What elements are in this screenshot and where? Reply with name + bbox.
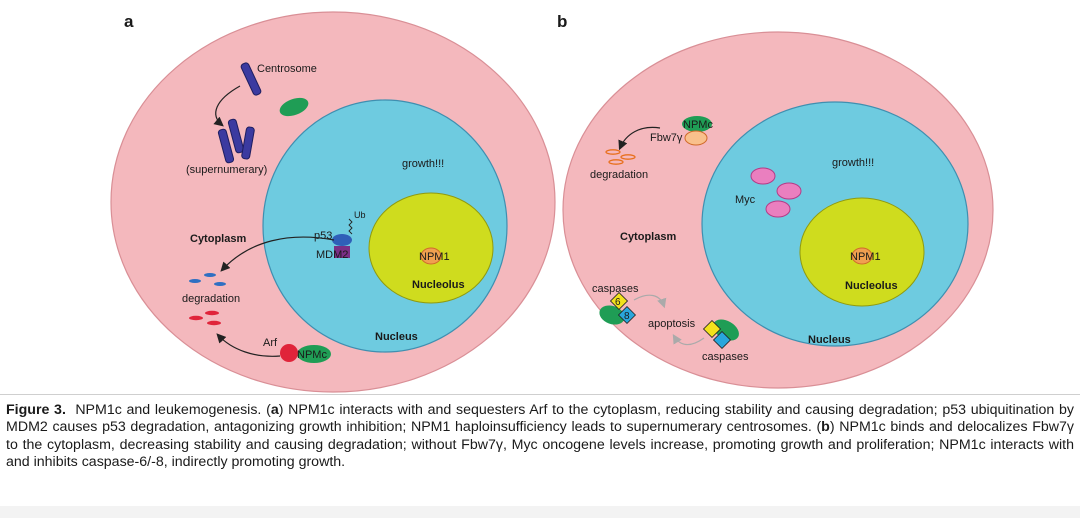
ubiquitin-chain-icon xyxy=(348,218,353,235)
caption-a-letter: a xyxy=(270,402,279,418)
caption-b-text: ) NPM1c binds and delocalizes Fbw7γ to t… xyxy=(6,419,1074,471)
panel-a-label: a xyxy=(124,12,134,31)
caption-a-text: ) NPM1c interacts with and sequesters Ar… xyxy=(6,402,1075,436)
apoptosis-arrow-bottom xyxy=(672,333,705,346)
caspase8-icon xyxy=(617,305,637,325)
caspase6-icon-bottom xyxy=(702,319,722,339)
ub-label: Ub xyxy=(354,210,366,220)
myc-label: Myc xyxy=(735,194,756,206)
caption-figure-label: Figure 3. xyxy=(6,402,66,418)
npm1-icon-b xyxy=(851,247,873,265)
mdm2-icon xyxy=(334,246,350,258)
npmc-icon-caspase-top xyxy=(599,305,625,325)
caption-b-letter: b xyxy=(821,419,830,436)
apoptosis-arrow-top xyxy=(633,294,667,309)
caspases-label-top: caspases xyxy=(592,283,639,295)
degraded-fbw7-fragments xyxy=(605,149,636,165)
npm1-icon-a xyxy=(420,247,442,265)
nucleolus-label-a: Nucleolus xyxy=(412,279,465,291)
centrosome-icon xyxy=(240,62,262,96)
duplication-arrow xyxy=(213,85,241,127)
centrosome-label: Centrosome xyxy=(257,63,317,75)
apoptosis-label: apoptosis xyxy=(648,318,696,330)
figure-caption: Figure 3. NPM1c and leukemogenesis. (a) … xyxy=(6,402,1074,472)
nucleus-label-b: Nucleus xyxy=(808,334,851,346)
supernumerary-centrosomes-icon xyxy=(217,118,255,164)
panel-b: b NPMc Fbw7γ degradation growth!!! Myc C… xyxy=(557,12,994,389)
caspase6-label: 6 xyxy=(615,297,621,308)
degraded-p53-fragments xyxy=(189,273,226,286)
p53-icon xyxy=(332,234,352,246)
supernumerary-label: (supernumerary) xyxy=(186,164,267,176)
caspases-label-bottom: caspases xyxy=(702,351,749,363)
panel-b-label: b xyxy=(557,12,567,31)
arf-degradation-arrow xyxy=(216,333,281,357)
cytoplasm-label-b: Cytoplasm xyxy=(620,231,676,243)
npmc-icon-a xyxy=(297,345,331,363)
nucleus-label-a: Nucleus xyxy=(375,331,418,343)
nucleolus-label-b: Nucleolus xyxy=(845,280,898,292)
arf-icon xyxy=(280,344,298,362)
cytoplasm-label-a: Cytoplasm xyxy=(190,233,246,245)
degradation-label-a: degradation xyxy=(182,293,240,305)
mdm2-label: MDM2 xyxy=(316,249,348,261)
green-protein-icon xyxy=(279,97,309,117)
degradation-label-b: degradation xyxy=(590,169,648,181)
fbw7-degradation-arrow xyxy=(618,126,661,151)
panel-a: a Centrosome (supernumerary) growth!!! U… xyxy=(110,11,556,393)
npm1-label-b: NPM1 xyxy=(850,251,881,263)
npmc-label-a: NPMc xyxy=(297,349,327,361)
npmc-icon-b xyxy=(682,116,712,132)
p53-label: p53 xyxy=(314,230,332,242)
growth-label-a: growth!!! xyxy=(402,158,444,170)
page-bottom-strip xyxy=(0,506,1080,518)
arf-label: Arf xyxy=(263,337,278,349)
npm1-label-a: NPM1 xyxy=(419,251,450,263)
p53-degradation-arrow xyxy=(220,236,335,272)
caspase8-icon-bottom xyxy=(712,330,732,350)
caption-divider xyxy=(0,394,1080,395)
myc-icons xyxy=(750,167,802,218)
caspase6-icon xyxy=(609,291,629,311)
npmc-label-b: NPMc xyxy=(683,119,713,131)
degraded-arf-fragments xyxy=(189,310,221,326)
fbw7-label: Fbw7γ xyxy=(650,132,683,144)
caption-title: NPM1c and leukemogenesis. ( xyxy=(75,402,271,418)
fbw7-icon xyxy=(684,130,708,146)
growth-label-b: growth!!! xyxy=(832,157,874,169)
caspase8-label: 8 xyxy=(624,311,630,322)
figure-panels: a Centrosome (supernumerary) growth!!! U… xyxy=(110,11,994,393)
